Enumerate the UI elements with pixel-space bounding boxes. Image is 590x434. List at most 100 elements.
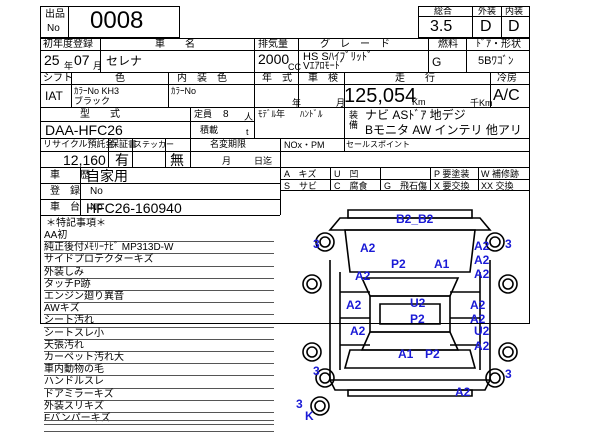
model-value: DAA-HFC26 <box>45 122 123 138</box>
label-interior-color: 内 装 色 <box>177 73 227 84</box>
label-ac: 冷房 <box>497 73 517 84</box>
ac-value: A/C <box>493 87 520 104</box>
score-box <box>418 6 530 38</box>
label-year-model: 年 式 <box>262 73 292 84</box>
first-reg-month: 07 <box>74 52 90 68</box>
chassis-label: 車 台 No <box>50 202 103 213</box>
mark-rear-right: A2 <box>474 339 490 353</box>
label-door-shape: ﾄﾞｱ・形状 <box>476 39 521 50</box>
remark-line: タッチP跡 <box>44 279 274 292</box>
first-reg-unit-month: 月 <box>93 61 103 71</box>
name-change-month: 月 <box>222 156 232 166</box>
legend-p: P 要塗装 <box>434 169 470 179</box>
eval-value: Bモニタ AW インテリ 他アリ <box>365 123 522 137</box>
remark-line: シート汚れ <box>44 315 274 328</box>
remark-line: 車内動物の毛 <box>44 364 274 377</box>
remark-line: シートスレ小 <box>44 328 274 340</box>
legend-g: G 飛石傷 <box>384 181 428 191</box>
inspection-month-unit: 月 <box>336 98 346 108</box>
reg-no-label: 登 録 No <box>50 186 103 197</box>
car-diagram <box>302 209 518 416</box>
inspection-year-unit: 年 <box>292 98 302 108</box>
label-first-reg: 初年度登録 <box>43 39 93 50</box>
label-mileage: 走 行 <box>395 73 435 84</box>
score-header-exterior: 外装 <box>478 6 497 16</box>
mark-rear-corner-left: 3 <box>313 364 320 378</box>
legend-c: C 腐食 <box>334 181 368 191</box>
usage-label: 車 歴 <box>50 170 90 181</box>
mark-door-rr-a2: A2 <box>470 312 486 326</box>
door-shape-value: 5Bﾜｺﾞﾝ <box>478 55 514 67</box>
mark-door-fr: A2 <box>474 267 490 281</box>
grade-line1: HS Sﾊｲﾌﾞﾘｯﾄﾞ <box>303 51 373 63</box>
interior-color-code-label: ｶﾗｰNo <box>171 86 197 96</box>
color-name: ブラック <box>74 96 111 106</box>
remarks-title: ＊特記事項＊ <box>46 218 106 229</box>
sales-point-label: セールスポイント <box>346 140 410 149</box>
car-name: セレナ <box>106 54 143 68</box>
remark-line: エンジン廻り異音 <box>44 291 274 304</box>
mark-door-rr: A2 <box>470 298 486 312</box>
mark-bottom-k: K <box>305 409 314 423</box>
equip-label: 装備 <box>349 110 359 130</box>
remark-line: AA初 <box>44 230 274 243</box>
displacement-unit: CC <box>288 62 301 72</box>
remark-line: 天張汚れ <box>44 340 274 353</box>
label-inspection: 車 検 <box>308 73 338 84</box>
lot-label-bottom: No <box>47 23 60 34</box>
remark-line: 外装しみ <box>44 267 274 279</box>
mark-front-left: 3 <box>313 237 320 251</box>
mark-fender-left: A2 <box>360 241 376 255</box>
mark-door-rr-u2: U2 <box>474 324 490 338</box>
capacity-unit: 人 <box>244 112 254 122</box>
first-reg-unit-year: 年 <box>64 61 74 71</box>
mark-door-fl: A2 <box>355 269 371 283</box>
score-header-total: 総合 <box>434 6 453 16</box>
chassis-value: HFC26-160940 <box>86 200 182 216</box>
mark-roof-front: B2_B2 <box>396 212 434 226</box>
equip-value: ナビ ASﾄﾞｱ 地デジ <box>365 108 466 122</box>
warranty-value: 有 <box>115 152 129 168</box>
mileage-value: 125,054 <box>344 85 417 107</box>
mark-fender-right: A2 <box>474 239 490 253</box>
legend-a: A キズ <box>284 169 317 179</box>
recycle-value: 12,160 <box>63 152 106 168</box>
mark-bumper: A2 <box>455 385 471 399</box>
legend-x: X 要交換 <box>434 181 470 191</box>
displacement-value: 2000 <box>258 51 290 67</box>
sticker-value: 無 <box>170 152 184 168</box>
remark-line: Fバンパーキズ <box>44 413 274 426</box>
lot-box <box>40 6 180 38</box>
legend-u: U 凹 <box>334 169 359 179</box>
remark-line: ドアミラーキズ <box>44 389 274 401</box>
first-reg-year: 25 <box>44 52 60 68</box>
fuel-value: G <box>432 55 442 69</box>
capacity-label: 定員 <box>194 109 213 119</box>
score-total: 3.5 <box>430 18 453 35</box>
sticker-label: ステッカー <box>134 140 174 149</box>
name-change-label: 名変期限 <box>210 139 247 149</box>
label-displacement: 排気量 <box>258 39 288 50</box>
capacity-value: 8 <box>223 109 229 120</box>
mark-hood-right: A1 <box>434 257 450 271</box>
lot-number: 0008 <box>90 7 144 34</box>
remark-line: サイドプロテクターキズ <box>44 254 274 267</box>
legend-s: S サビ <box>284 181 318 191</box>
mark-hood-left: P2 <box>391 257 406 271</box>
remark-line: 純正後付ﾒﾓﾘｰﾅﾋﾞ MP313D-W <box>44 242 274 255</box>
remarks-extra-lines <box>44 410 274 432</box>
model-year-label: ﾓﾃﾞﾙ年 <box>258 109 286 119</box>
grade-line2: Vｴｱﾛﾓｰﾄﾞ <box>303 61 345 72</box>
legend-xx: XX 交換 <box>481 181 514 191</box>
lot-label-top: 出品 <box>45 9 65 20</box>
color-code: ｶﾗｰNo KH3 <box>74 86 120 96</box>
mark-rear-left: A2 <box>350 324 366 338</box>
name-change-date: 日迄 <box>254 156 273 166</box>
shift-value: IAT <box>45 89 63 103</box>
warranty-label: 保証書 <box>110 139 138 149</box>
mark-rear-corner-right: 3 <box>505 367 512 381</box>
handle-label: ﾊﾝﾄﾞﾙ <box>300 109 323 119</box>
remarks-list: AA初 純正後付ﾒﾓﾘｰﾅﾋﾞ MP313D-W サイドプロテクターキズ 外装し… <box>44 230 274 426</box>
label-color: 色 <box>115 73 125 84</box>
label-shift: シフト <box>43 73 73 84</box>
